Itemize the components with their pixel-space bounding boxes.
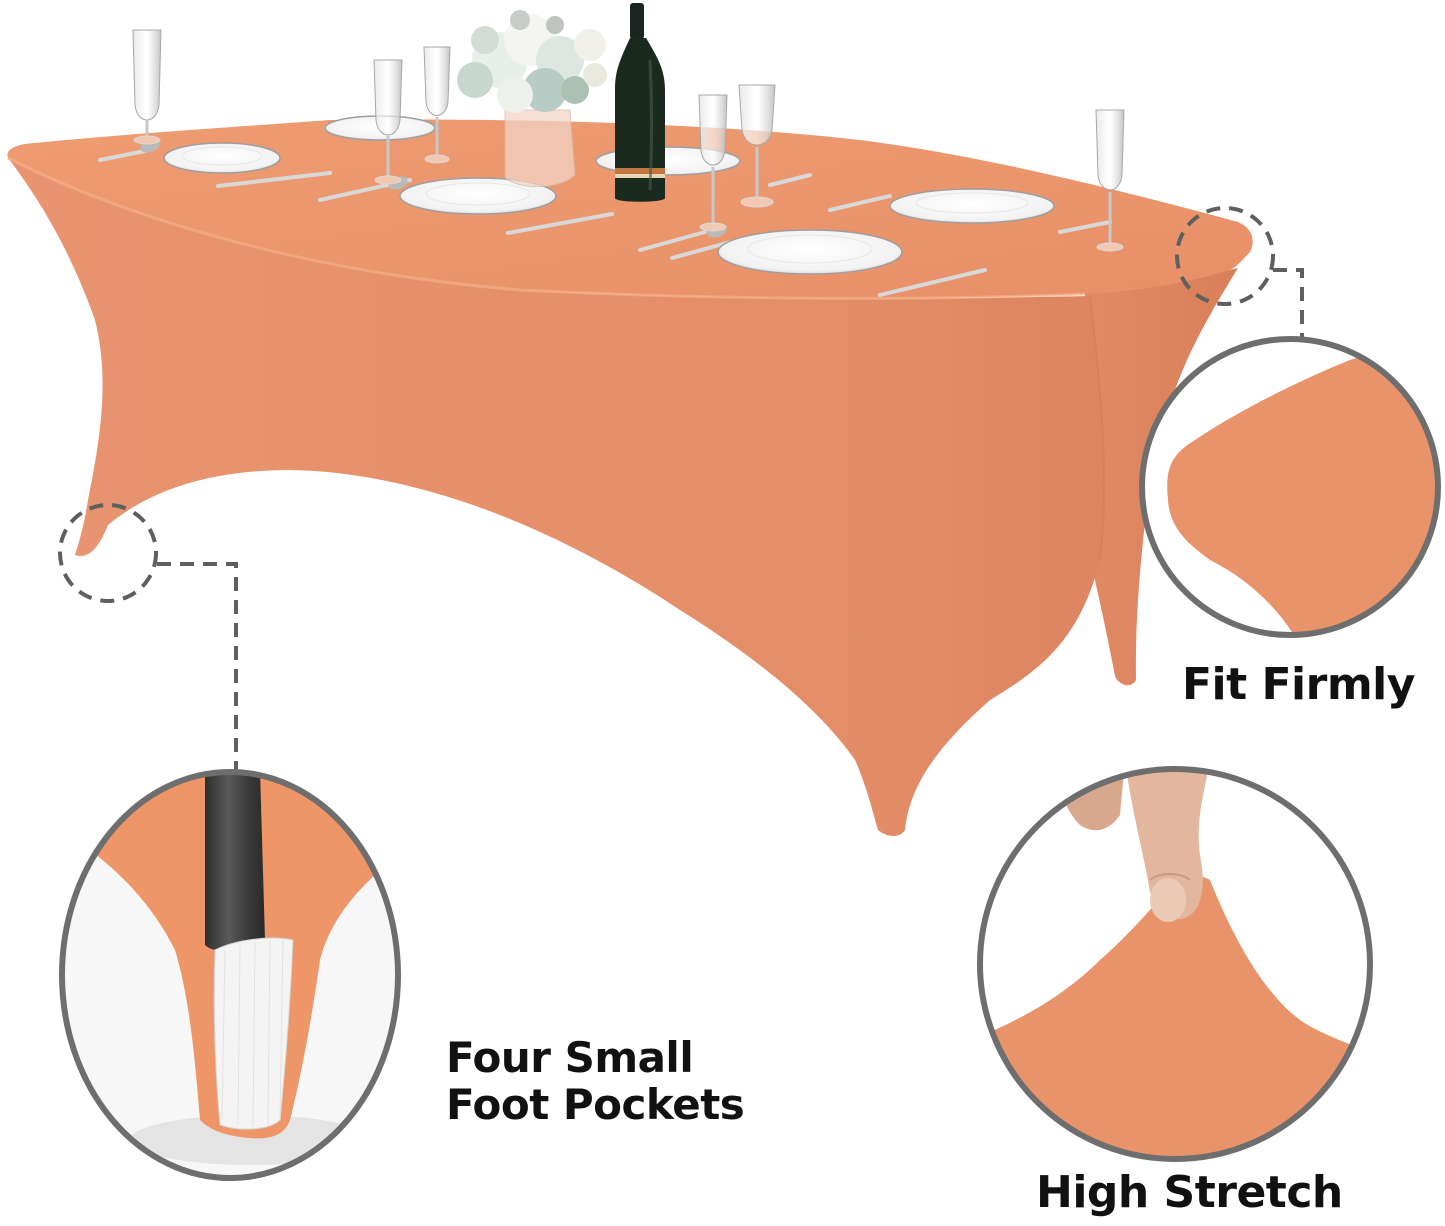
fit-firmly-label: Fit Firmly	[1182, 659, 1415, 710]
table-leg	[205, 772, 265, 952]
tablecloth-top	[7, 119, 1253, 299]
tablecloth-side-panel	[1085, 268, 1238, 686]
fit-corner-fabric	[1167, 339, 1438, 635]
foot-pockets-line-2: Foot Pockets	[446, 1080, 745, 1130]
stretched-fabric	[980, 876, 1370, 1159]
fit-connector-line	[1273, 268, 1304, 338]
wine-bottle	[615, 3, 665, 202]
flower-bouquet	[457, 10, 607, 113]
foot-connector-line	[157, 562, 238, 775]
table-setting	[98, 3, 1125, 297]
foot-pockets-line-1: Four Small	[446, 1033, 694, 1082]
high-stretch-label: High Stretch	[1036, 1167, 1343, 1218]
wine-glasses	[132, 29, 1125, 252]
fit-zoom-ring	[1139, 336, 1441, 638]
callout-fit-firmly	[1139, 206, 1441, 638]
foot-zoom-ring	[59, 769, 401, 1181]
fit-corner-indicator	[1175, 206, 1275, 306]
flower-vase	[457, 10, 607, 188]
foot-pockets-label: Four Small Foot Pockets	[446, 1033, 745, 1130]
stretch-zoom-ring	[977, 766, 1373, 1162]
tablecloth-table	[7, 3, 1253, 836]
foot-corner-indicator	[58, 503, 158, 603]
fit-firmly-text: Fit Firmly	[1182, 659, 1415, 710]
high-stretch-text: High Stretch	[1036, 1167, 1343, 1218]
callout-high-stretch	[977, 766, 1373, 1162]
callout-foot-pockets	[58, 503, 401, 1181]
tablecloth-front-panel	[8, 158, 1105, 836]
